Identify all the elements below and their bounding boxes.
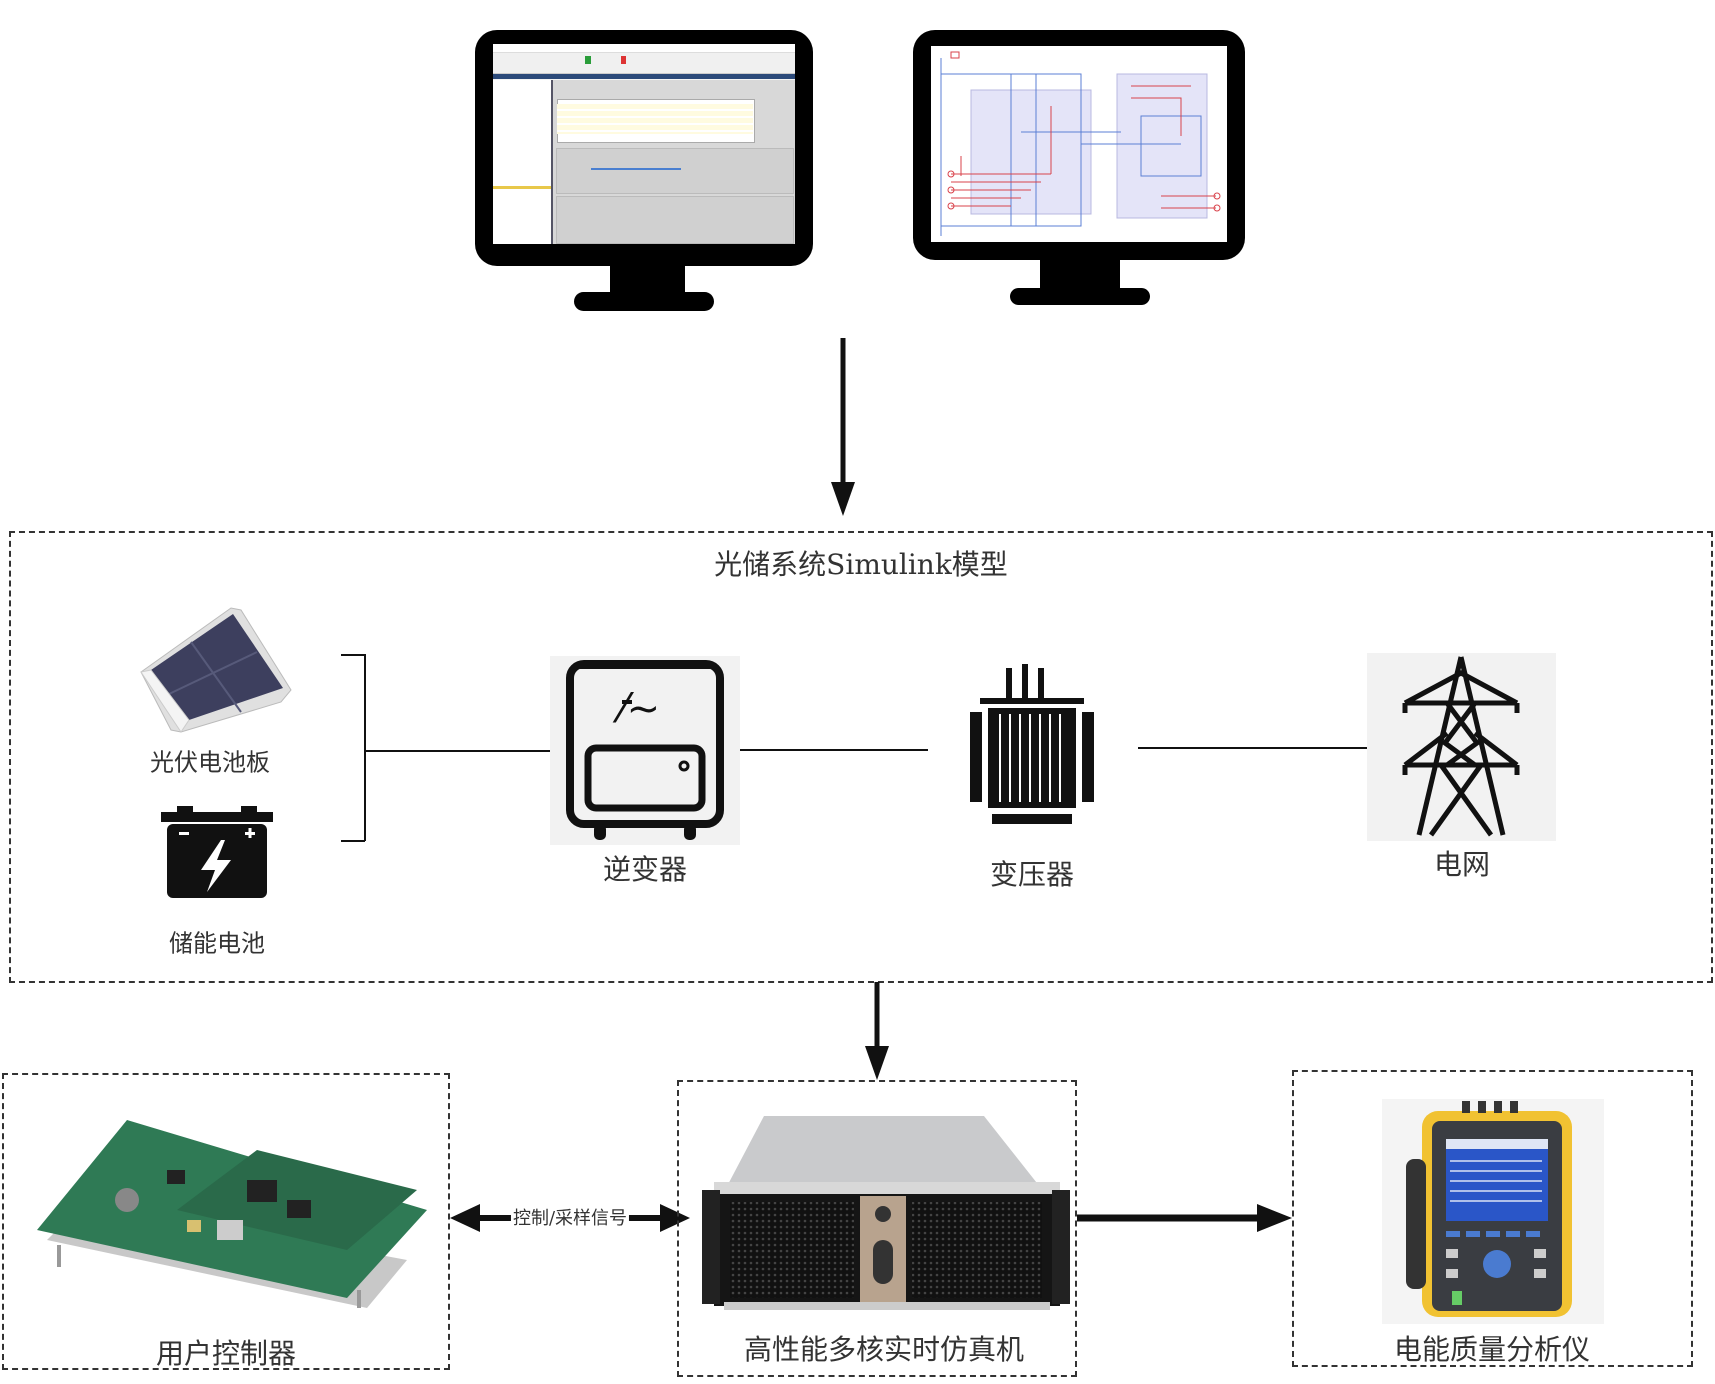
arrow-down — [865, 982, 889, 1080]
power-analyzer-image — [1382, 1099, 1604, 1324]
monitor-stand — [1040, 258, 1120, 292]
controller-label: 用户控制器 — [155, 1337, 297, 1370]
circuit-board-image — [37, 1120, 427, 1308]
connection-line — [740, 749, 928, 751]
battery-icon — [161, 806, 273, 898]
rack-server-image — [702, 1116, 1070, 1310]
controller-box — [2, 1073, 450, 1370]
monitor-icon — [913, 30, 1245, 260]
signal-label: 控制/采样信号 — [510, 1204, 630, 1230]
monitor-base — [1010, 288, 1150, 305]
connection-line — [1138, 747, 1367, 749]
software-ui-screenshot — [493, 44, 795, 244]
bracket-bottom — [341, 840, 365, 842]
monitor-icon — [475, 30, 813, 266]
power-tower-icon — [1367, 653, 1556, 841]
analyzer-label: 电能质量分析仪 — [1393, 1333, 1591, 1366]
monitor-base — [574, 292, 714, 311]
battery-label: 储能电池 — [169, 929, 265, 958]
schematic-screenshot — [931, 46, 1227, 242]
bracket-top — [341, 654, 365, 656]
pv-panel-label: 光伏电池板 — [150, 748, 270, 777]
svg-text:⁄~: ⁄~ — [612, 686, 660, 732]
inverter-label: 逆变器 — [602, 853, 688, 886]
model-box-title: 光储系统Simulink模型 — [714, 548, 1008, 581]
inverter-icon: ⁄~ — [550, 656, 740, 845]
analyzer-box — [1292, 1070, 1693, 1367]
connection-line — [365, 750, 550, 752]
bracket-vertical — [364, 654, 366, 841]
transformer-icon — [970, 664, 1094, 824]
transformer-label: 变压器 — [989, 858, 1075, 891]
simulink-model-box — [9, 531, 1713, 983]
grid-label: 电网 — [1433, 848, 1491, 881]
solar-panel-icon — [140, 607, 292, 733]
arrow-down — [831, 338, 855, 516]
arrow-right — [1077, 1204, 1292, 1232]
simulator-label: 高性能多核实时仿真机 — [743, 1333, 1025, 1366]
simulator-box — [677, 1080, 1077, 1377]
monitor-stand — [610, 264, 685, 296]
